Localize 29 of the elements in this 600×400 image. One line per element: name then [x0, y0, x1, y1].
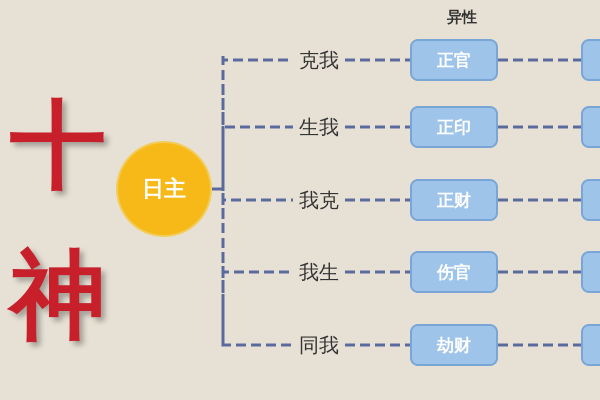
column-heading: 异性: [446, 8, 478, 27]
circle-node: 日主: [116, 141, 212, 237]
process-box: [581, 39, 600, 81]
connector-line: [345, 344, 410, 346]
connector-line: [498, 58, 581, 62]
process-box: 伤官: [410, 251, 498, 293]
process-box: [581, 179, 600, 221]
connector-line: [345, 198, 410, 202]
connector-line: [498, 126, 581, 128]
process-box: [581, 106, 600, 148]
process-box: 正财: [410, 179, 498, 221]
title: 十神: [6, 70, 114, 370]
process-box: [581, 251, 600, 293]
connector-line: [345, 126, 410, 128]
process-box: 正印: [410, 106, 498, 148]
process-box: [581, 324, 600, 366]
relation-text: 生我: [293, 111, 345, 143]
connector-line: [212, 188, 293, 346]
connector-line: [498, 344, 581, 346]
relation-text: 同我: [293, 329, 345, 361]
process-box: 正官: [410, 39, 498, 81]
relation-text: 我生: [293, 256, 345, 288]
relation-text: 我克: [293, 184, 345, 216]
relation-text: 克我: [293, 44, 345, 76]
connector-line: [498, 270, 581, 274]
process-box: 劫财: [410, 324, 498, 366]
connector-line: [498, 198, 581, 202]
connector-line: [345, 270, 410, 274]
connector-line: [345, 58, 410, 62]
